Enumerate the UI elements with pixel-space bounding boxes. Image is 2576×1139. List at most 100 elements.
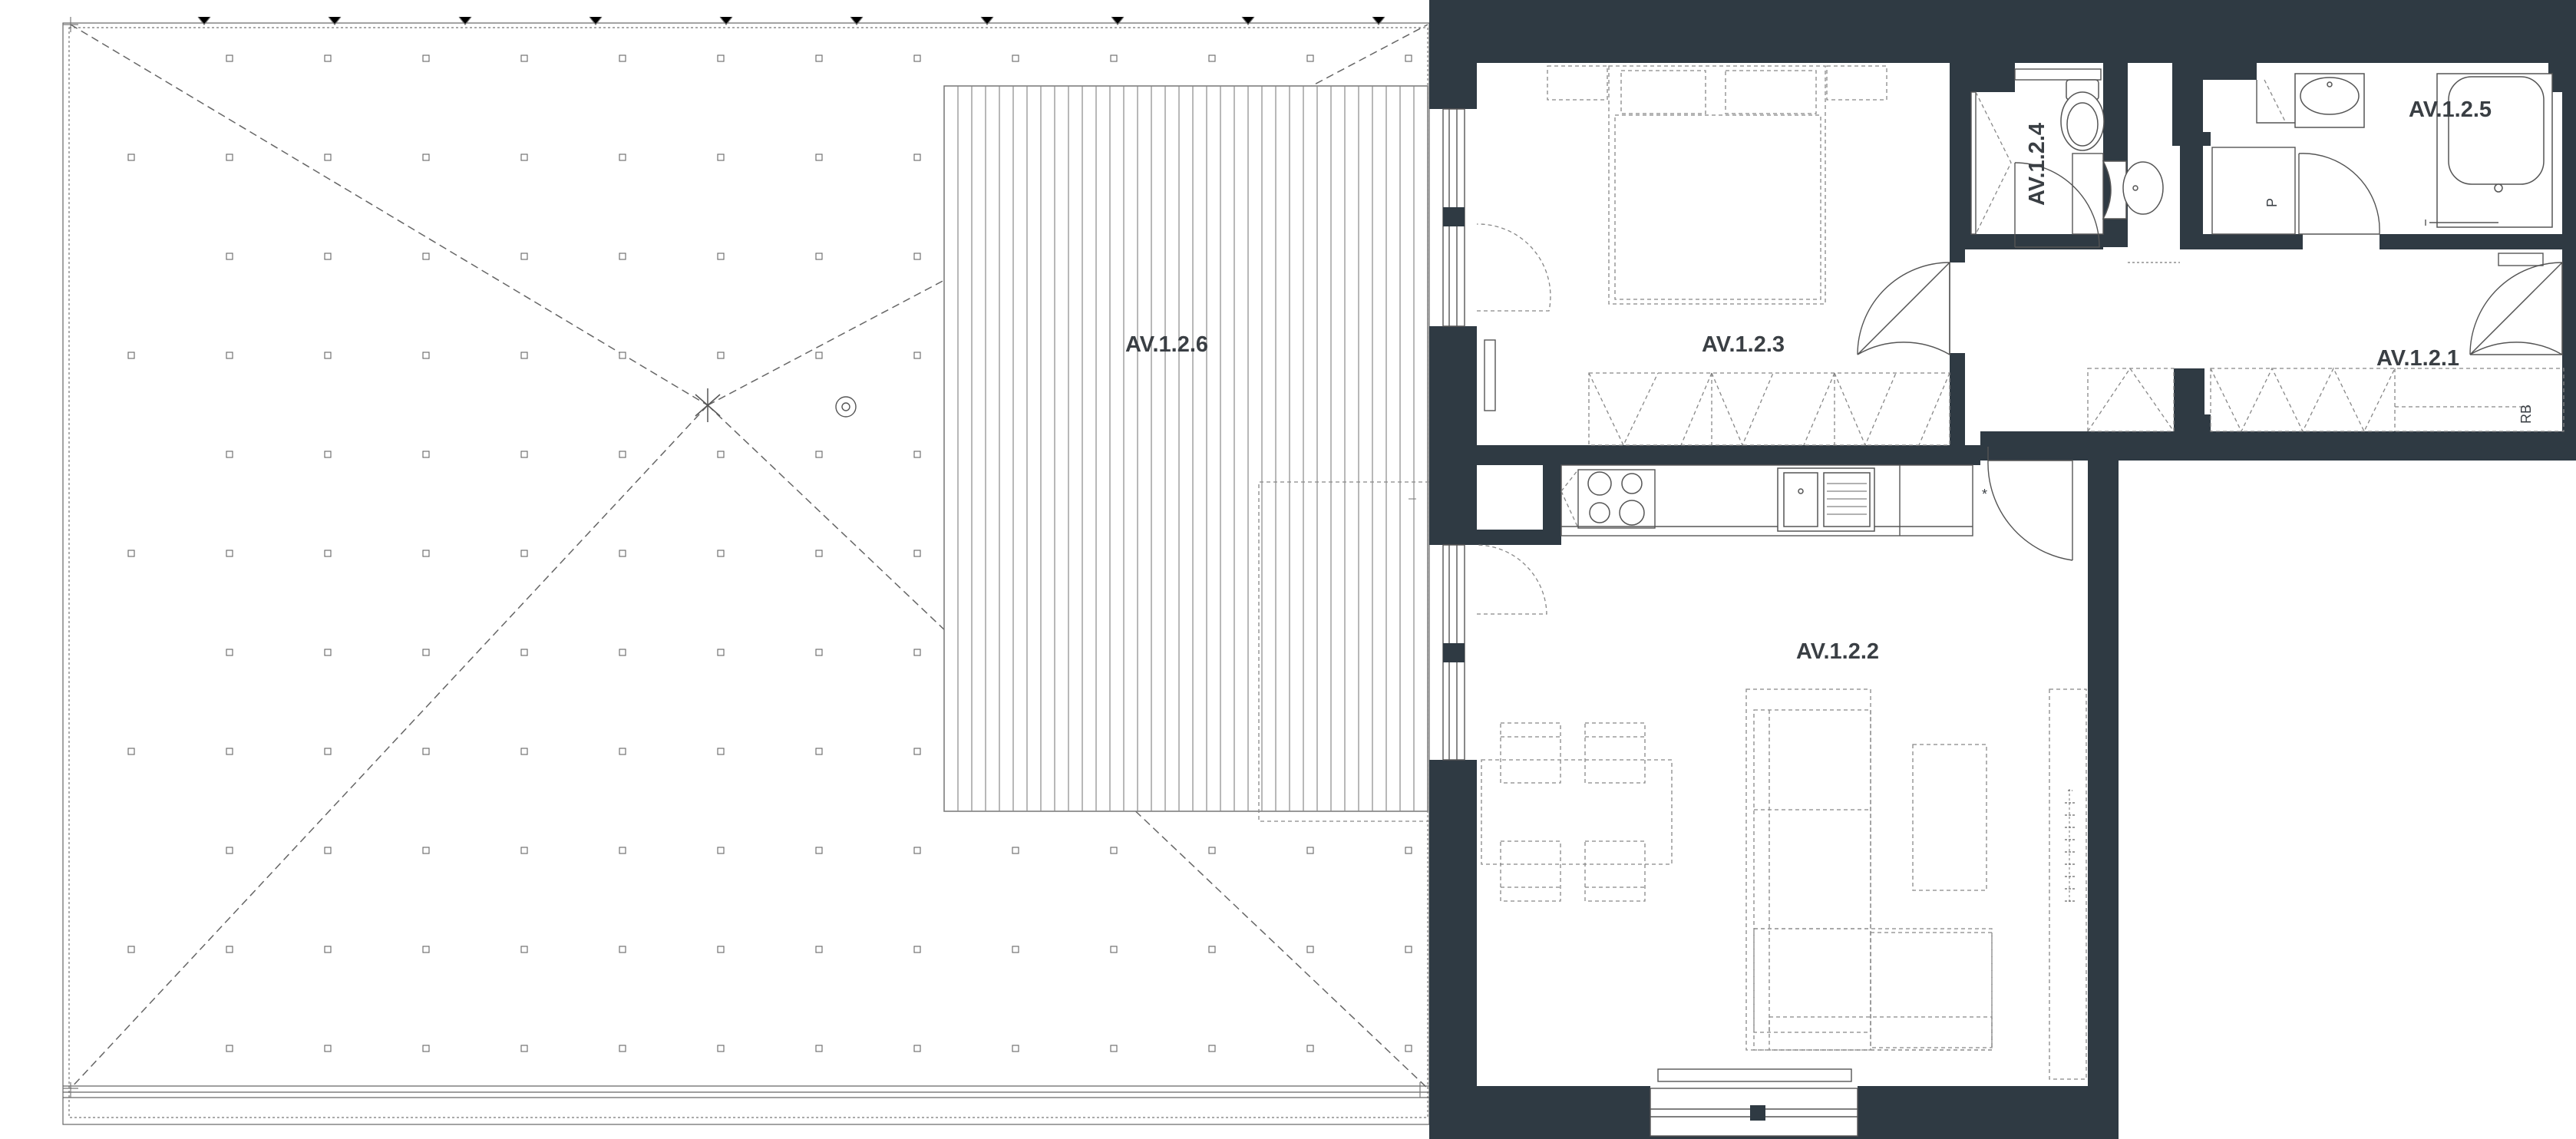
paving-dot bbox=[815, 1045, 823, 1052]
paving-dot bbox=[520, 946, 528, 953]
paving-dot bbox=[422, 54, 430, 62]
wooden-deck bbox=[943, 85, 1428, 812]
room-label-bathroom: AV.1.2.5 bbox=[2409, 97, 2492, 122]
paving-dot bbox=[1012, 946, 1019, 953]
paving-dot bbox=[127, 748, 135, 755]
room-labels: AV.1.2.6 AV.1.2.3 AV.1.2.2 AV.1.2.1 AV.1… bbox=[1125, 97, 2534, 664]
star-mark: * bbox=[1982, 487, 1987, 502]
paving-dot bbox=[815, 253, 823, 260]
paving-dot bbox=[324, 253, 332, 260]
toilet-icon bbox=[2060, 79, 2105, 151]
paving-dot bbox=[815, 649, 823, 656]
paving-dot bbox=[422, 1045, 430, 1052]
paving-dot bbox=[913, 154, 921, 161]
paving-dot bbox=[913, 451, 921, 458]
paving-dot bbox=[619, 847, 626, 854]
paving-dot bbox=[1110, 1045, 1118, 1052]
paving-dot bbox=[226, 54, 233, 62]
paving-dot bbox=[520, 550, 528, 557]
paving-dot bbox=[226, 649, 233, 656]
planter-outline bbox=[1258, 481, 1429, 822]
paving-dot bbox=[815, 748, 823, 755]
paving-dot bbox=[226, 847, 233, 854]
paving-dot bbox=[226, 550, 233, 557]
hall-furniture bbox=[2087, 253, 2564, 433]
paving-dot bbox=[717, 54, 725, 62]
paving-dot bbox=[422, 451, 430, 458]
paving-dot bbox=[520, 748, 528, 755]
paving-dot bbox=[324, 54, 332, 62]
bathroom-fixtures bbox=[2211, 73, 2553, 235]
paving-dot bbox=[717, 847, 725, 854]
cooktop-icon bbox=[1577, 469, 1656, 529]
paving-dot bbox=[422, 352, 430, 359]
paving-dot bbox=[1306, 847, 1314, 854]
paving-dot bbox=[1012, 54, 1019, 62]
paving-dot bbox=[619, 1045, 626, 1052]
kitchen-fixtures bbox=[1560, 464, 1973, 536]
wc-sink-icon bbox=[2102, 160, 2164, 220]
paving-dot bbox=[1012, 1045, 1019, 1052]
paving-dot bbox=[717, 352, 725, 359]
bedroom-furniture bbox=[1547, 65, 1950, 447]
paving-dot bbox=[913, 847, 921, 854]
paving-dot bbox=[1405, 1045, 1412, 1052]
kitchen-sink-icon bbox=[1777, 467, 1875, 532]
paving-dot bbox=[520, 54, 528, 62]
paving-dot bbox=[324, 154, 332, 161]
paving-dot bbox=[324, 748, 332, 755]
paving-dot bbox=[717, 154, 725, 161]
tv-icon bbox=[2065, 789, 2076, 904]
paving-dot bbox=[619, 649, 626, 656]
paving-dot bbox=[619, 154, 626, 161]
paving-dot bbox=[324, 649, 332, 656]
paving-dot bbox=[422, 253, 430, 260]
paving-dot bbox=[1405, 54, 1412, 62]
room-label-terrace: AV.1.2.6 bbox=[1125, 332, 1208, 357]
paving-dot bbox=[913, 550, 921, 557]
paving-dot bbox=[717, 550, 725, 557]
room-label-bedroom: AV.1.2.3 bbox=[1702, 332, 1785, 357]
paving-dot bbox=[717, 1045, 725, 1052]
paving-dot bbox=[717, 253, 725, 260]
paving-dot bbox=[226, 451, 233, 458]
paving-dot bbox=[1110, 946, 1118, 953]
paving-dot bbox=[422, 748, 430, 755]
paving-dot bbox=[520, 649, 528, 656]
bath-sink-icon bbox=[2294, 73, 2365, 128]
paving-dot bbox=[913, 649, 921, 656]
shower-icon bbox=[2425, 73, 2553, 228]
paving-dot bbox=[717, 748, 725, 755]
paving-dot bbox=[619, 748, 626, 755]
paving-dot bbox=[1405, 847, 1412, 854]
paving-dot bbox=[422, 154, 430, 161]
paving-dot bbox=[1110, 847, 1118, 854]
paving-dot bbox=[815, 154, 823, 161]
drain-icon bbox=[835, 396, 857, 418]
paving-dot bbox=[324, 847, 332, 854]
paving-dot bbox=[1405, 946, 1412, 953]
paving-dot bbox=[226, 946, 233, 953]
walls bbox=[1429, 0, 2576, 1139]
paving-dot bbox=[717, 649, 725, 656]
paving-dot bbox=[717, 451, 725, 458]
paving-dot bbox=[127, 550, 135, 557]
terrace-area bbox=[62, 16, 1430, 1125]
closet-mark-rb: RB bbox=[2518, 404, 2534, 424]
paving-dot bbox=[422, 649, 430, 656]
closet-mark-p: P bbox=[2264, 198, 2280, 207]
paving-dot bbox=[815, 946, 823, 953]
paving-dot bbox=[1306, 946, 1314, 953]
paving-dot bbox=[127, 946, 135, 953]
paving-dot bbox=[127, 154, 135, 161]
paving-dot bbox=[815, 352, 823, 359]
paving-dot bbox=[422, 847, 430, 854]
paving-dot bbox=[1208, 54, 1216, 62]
paving-dot bbox=[815, 550, 823, 557]
paving-dot bbox=[913, 1045, 921, 1052]
paving-dot bbox=[815, 451, 823, 458]
paving-dot bbox=[226, 1045, 233, 1052]
paving-dot bbox=[520, 1045, 528, 1052]
room-label-hall: AV.1.2.1 bbox=[2376, 346, 2459, 371]
